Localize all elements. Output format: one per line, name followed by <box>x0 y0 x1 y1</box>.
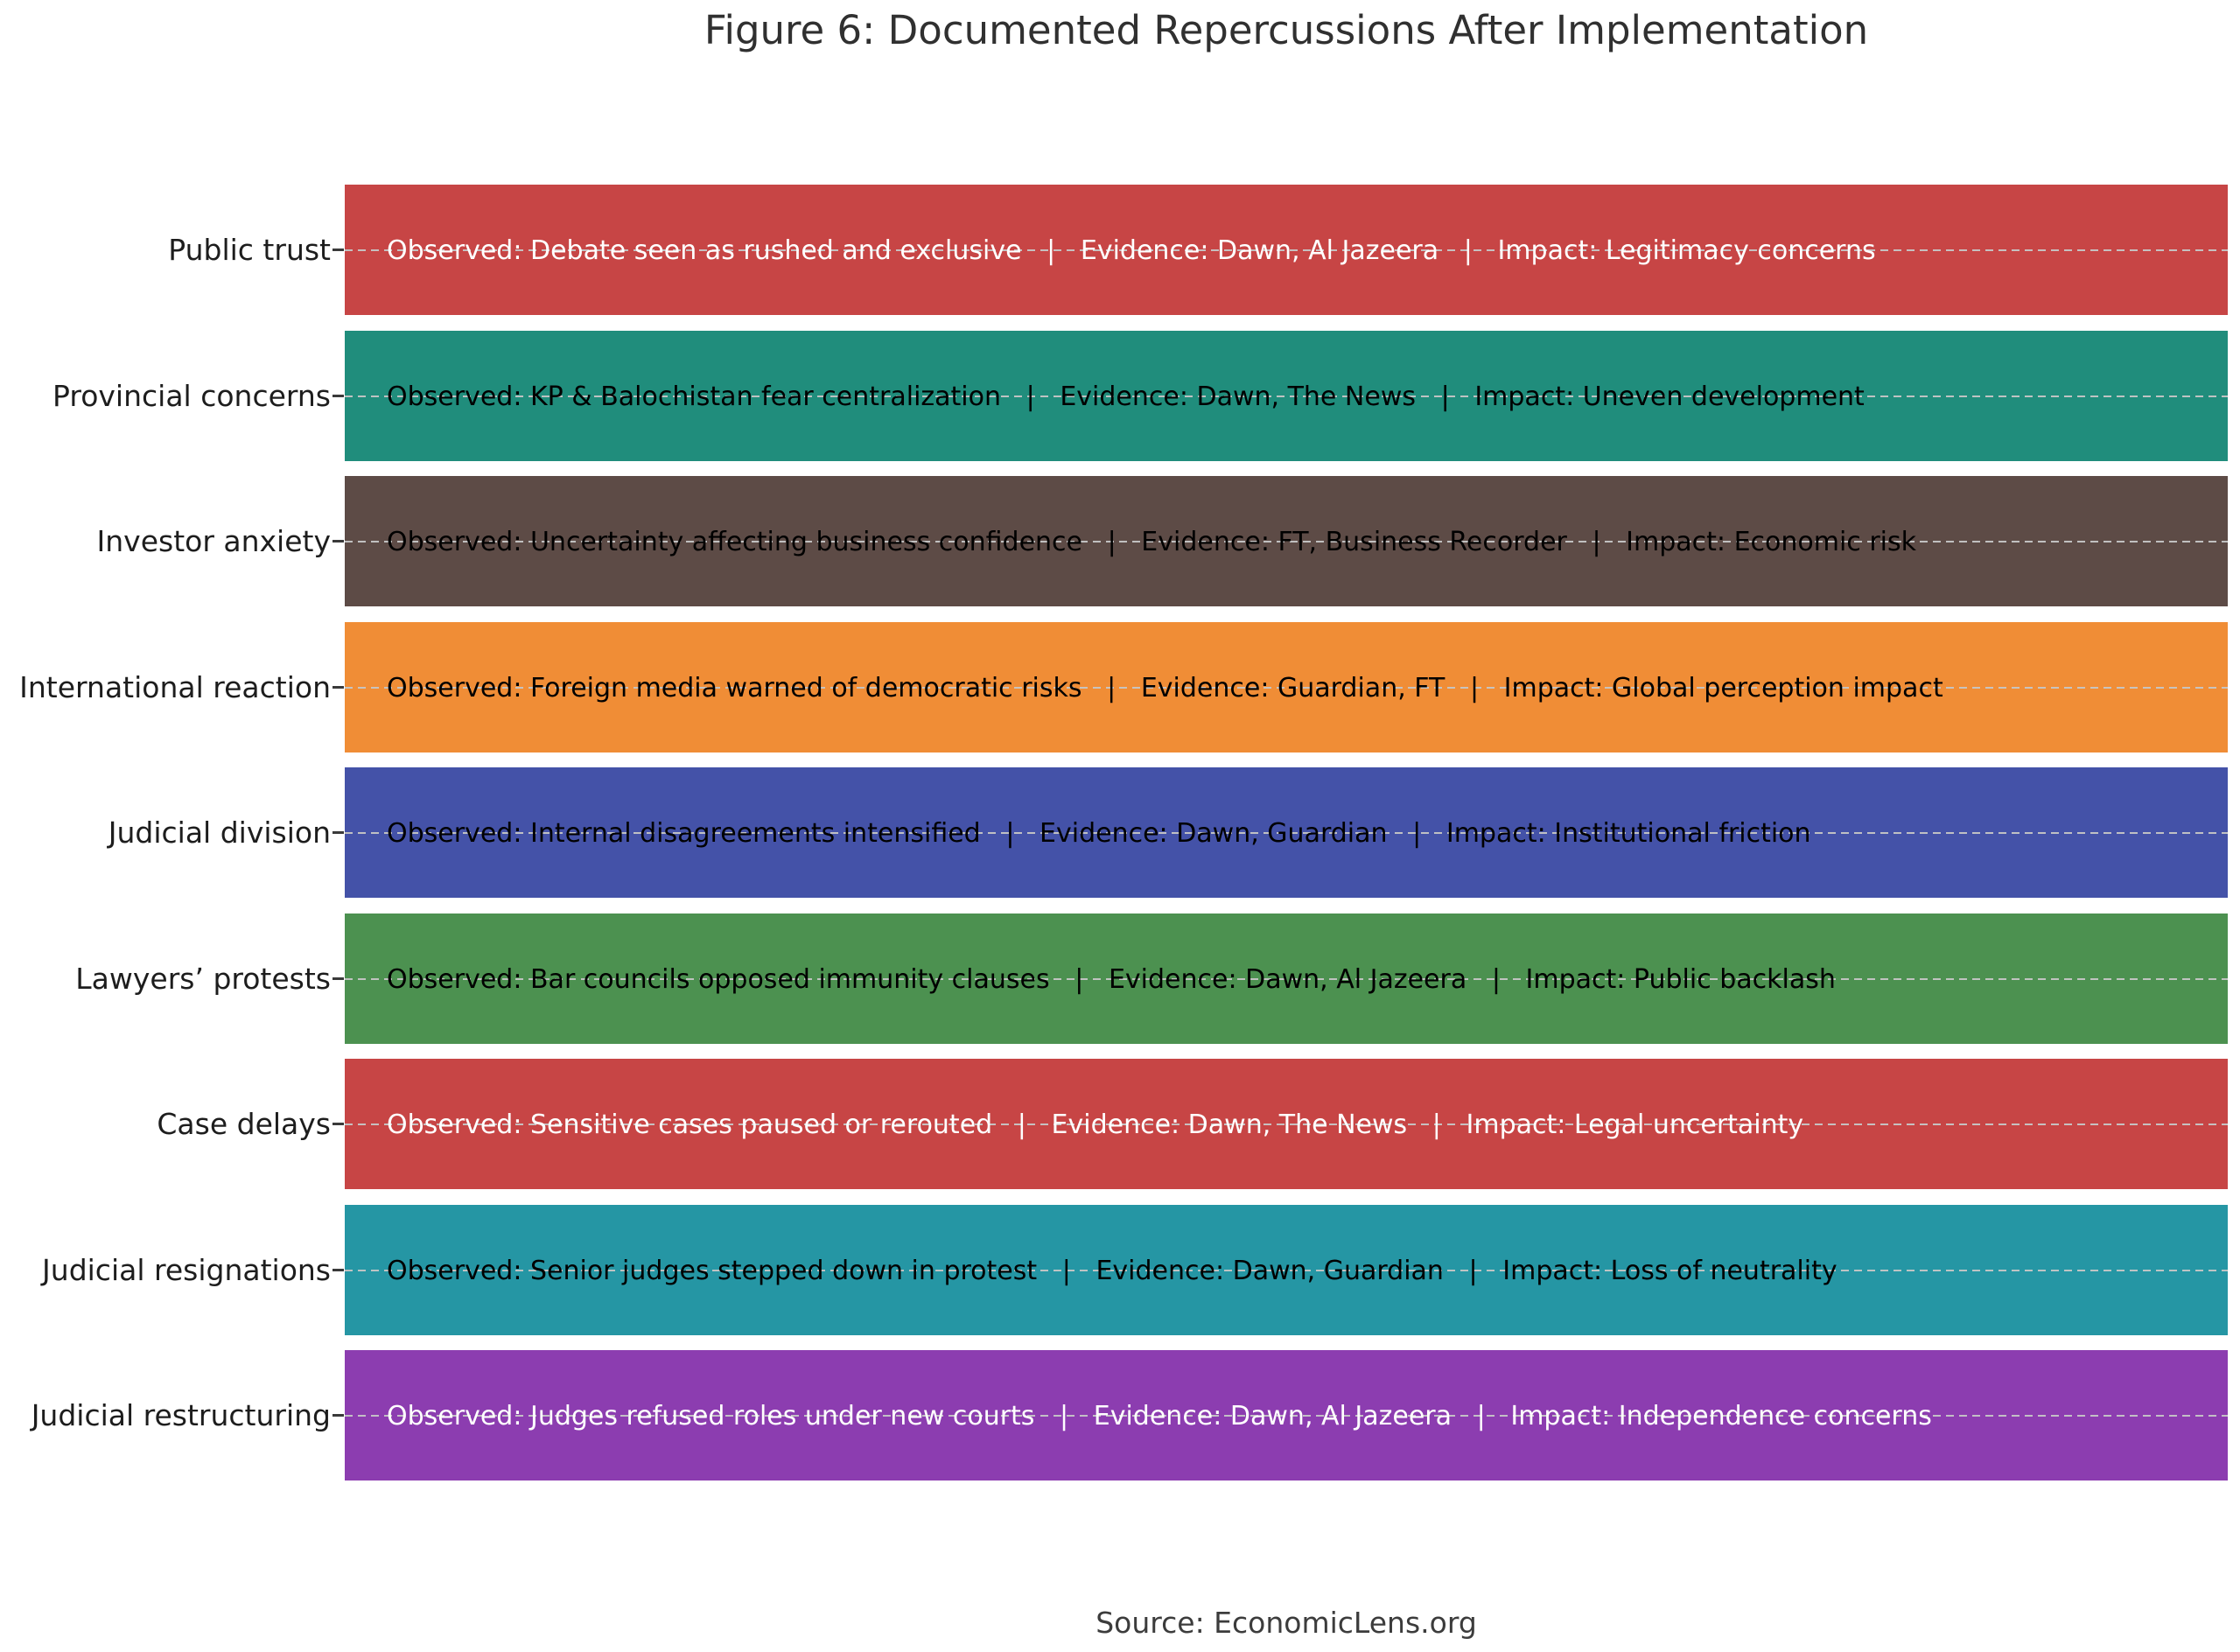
category-label: Judicial resignations <box>42 1253 331 1287</box>
category-label: Lawyers’ protests <box>75 962 331 996</box>
bar-annotation: Observed: Uncertainty affecting business… <box>387 527 1917 557</box>
chart-row: Judicial division Observed: Internal dis… <box>0 767 2240 898</box>
chart-title: Figure 6: Documented Repercussions After… <box>704 7 1869 53</box>
chart-row: Investor anxiety Observed: Uncertainty a… <box>0 476 2240 606</box>
category-label: Public trust <box>168 233 331 267</box>
category-label: Judicial restructuring <box>31 1398 331 1432</box>
y-axis-tick <box>332 395 344 397</box>
chart-row: Judicial resignations Observed: Senior j… <box>0 1205 2240 1335</box>
y-axis-tick <box>332 248 344 251</box>
bar-annotation: Observed: KP & Balochistan fear centrali… <box>387 382 1865 412</box>
chart-row: Case delays Observed: Sensitive cases pa… <box>0 1059 2240 1189</box>
dashed-gridline <box>345 396 2228 397</box>
y-axis-tick <box>332 686 344 689</box>
y-axis-tick <box>332 831 344 834</box>
category-label: Provincial concerns <box>52 379 331 413</box>
chart-row: Lawyers’ protests Observed: Bar councils… <box>0 914 2240 1044</box>
dashed-gridline <box>345 1415 2228 1417</box>
category-label: International reaction <box>19 670 331 704</box>
y-axis-tick <box>332 540 344 542</box>
dashed-gridline <box>345 1124 2228 1125</box>
bar-annotation: Observed: Foreign media warned of democr… <box>387 673 1943 704</box>
dashed-gridline <box>345 541 2228 542</box>
y-axis-tick <box>332 1123 344 1125</box>
dashed-gridline <box>345 687 2228 689</box>
category-label: Investor anxiety <box>96 524 331 558</box>
y-axis-tick <box>332 977 344 980</box>
chart-row: Public trust Observed: Debate seen as ru… <box>0 185 2240 315</box>
category-label: Judicial division <box>108 816 331 850</box>
bar-annotation: Observed: Judges refused roles under new… <box>387 1401 1932 1432</box>
bar-annotation: Observed: Senior judges stepped down in … <box>387 1256 1838 1286</box>
chart-row: Provincial concerns Observed: KP & Baloc… <box>0 331 2240 461</box>
dashed-gridline <box>345 978 2228 980</box>
dashed-gridline <box>345 249 2228 251</box>
y-axis-tick <box>332 1269 344 1271</box>
dashed-gridline <box>345 832 2228 834</box>
y-axis-tick <box>332 1414 344 1417</box>
bar-annotation: Observed: Internal disagreements intensi… <box>387 818 1811 849</box>
bar-annotation: Observed: Debate seen as rushed and excl… <box>387 235 1876 266</box>
bar-annotation: Observed: Sensitive cases paused or rero… <box>387 1110 1804 1140</box>
dashed-gridline <box>345 1270 2228 1271</box>
chart-source-caption: Source: EconomicLens.org <box>1096 1606 1477 1640</box>
bar-annotation: Observed: Bar councils opposed immunity … <box>387 964 1836 995</box>
category-label: Case delays <box>157 1107 331 1141</box>
chart-row: Judicial restructuring Observed: Judges … <box>0 1350 2240 1480</box>
chart-row: International reaction Observed: Foreign… <box>0 622 2240 752</box>
